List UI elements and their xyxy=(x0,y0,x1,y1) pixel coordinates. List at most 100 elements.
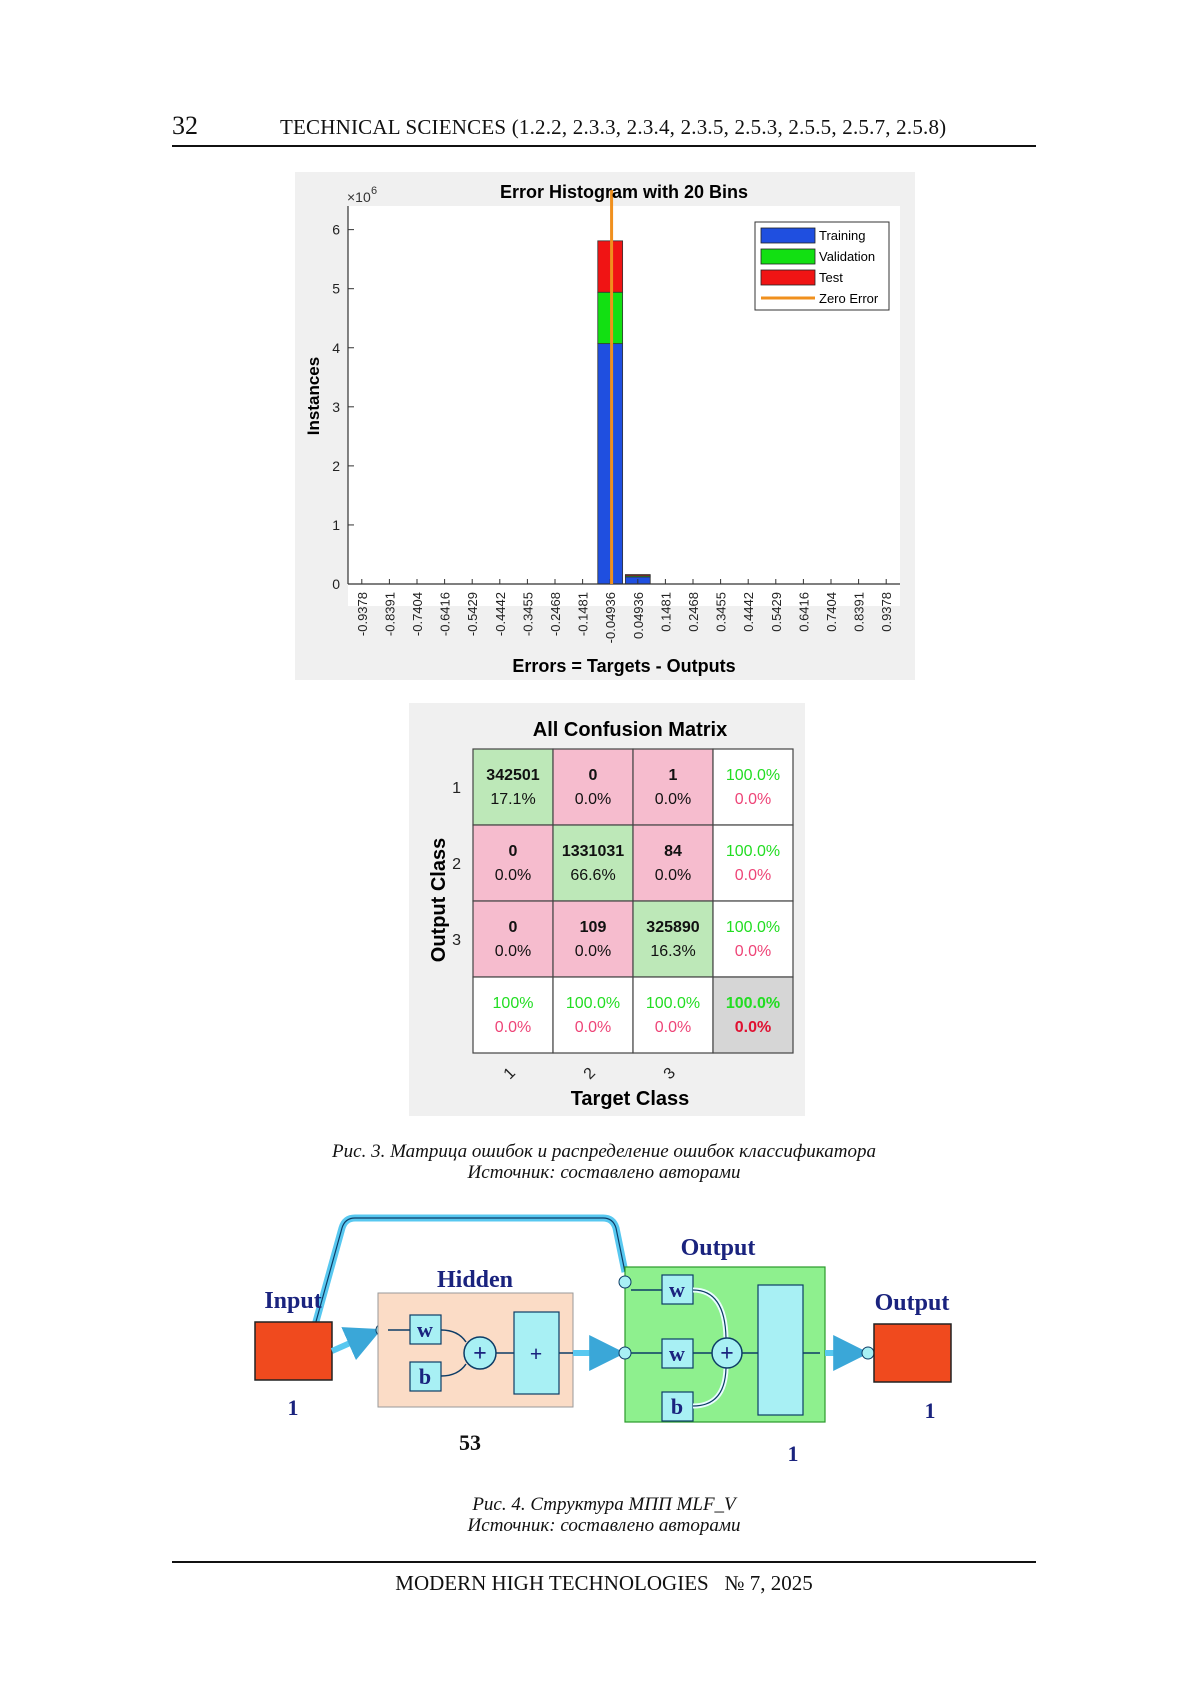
column-summary-cell-3-percent: 0.0% xyxy=(655,1019,691,1036)
histogram-legend: Training Validation Test Zero Error xyxy=(755,222,889,310)
column-summary-cell-2 xyxy=(553,977,633,1053)
y-exponent-base: ×10 xyxy=(347,189,371,205)
column-summary-cell-2-percent: 0.0% xyxy=(575,1019,611,1036)
confusion-cell-2-2-percent: 66.6% xyxy=(570,867,615,884)
confusion-matrix-chart: All Confusion Matrix 342501 17.1% 0 0.0% 1 0.… xyxy=(409,703,805,1116)
figure-4-caption-source: Источник: составлено авторами xyxy=(172,1515,1036,1536)
confusion-x-label: Target Class xyxy=(571,1088,690,1110)
footer-journal: MODERN HIGH TECHNOLOGIES № 7, 2025 xyxy=(395,1571,812,1595)
x-tick-label: -0.4442 xyxy=(493,592,508,636)
hidden-sum-symbol: + xyxy=(473,1341,487,1367)
hidden-bias-symbol: b xyxy=(419,1364,431,1389)
x-tick-label: 0.7404 xyxy=(824,592,839,632)
row-summary-cell-1 xyxy=(713,749,793,825)
histogram-y-label: Instances xyxy=(304,357,323,435)
output-layer-label: Output xyxy=(681,1235,756,1261)
output-layer-size: 1 xyxy=(788,1441,799,1466)
confusion-cell-3-3 xyxy=(633,901,713,977)
confusion-cell-1-1 xyxy=(473,749,553,825)
row-summary-cell-2-percent: 0.0% xyxy=(735,867,771,884)
confusion-y-tick: 2 xyxy=(452,856,461,873)
total-accuracy-cell-value: 100.0% xyxy=(726,995,780,1012)
confusion-cell-3-3-percent: 16.3% xyxy=(650,943,695,960)
figure-4-caption-title: Рис. 4. Структура МПП MLF_V xyxy=(172,1494,1036,1515)
y-exponent-power: 6 xyxy=(371,185,377,197)
error-histogram-figure: 0123456 -0.9378-0.8391-0.7404-0.6416-0.5… xyxy=(295,172,915,680)
final-output-label: Output xyxy=(875,1290,950,1316)
x-tick-label: -0.6416 xyxy=(438,592,453,636)
figure-3-caption-source: Источник: составлено авторами xyxy=(172,1162,1036,1183)
confusion-cell-2-3-value: 84 xyxy=(664,843,682,860)
confusion-cell-3-2-percent: 0.0% xyxy=(575,943,611,960)
final-output-block xyxy=(874,1324,951,1382)
column-summary-cell-2-value: 100.0% xyxy=(566,995,620,1012)
confusion-cell-3-2-value: 109 xyxy=(580,919,607,936)
y-tick-label: 6 xyxy=(332,222,340,238)
row-summary-cell-1-value: 100.0% xyxy=(726,767,780,784)
y-tick-label: 0 xyxy=(332,576,340,592)
confusion-cell-3-3-value: 325890 xyxy=(646,919,699,936)
x-tick-label: 0.1481 xyxy=(658,592,673,632)
y-tick-label: 1 xyxy=(332,517,340,533)
network-structure-figure: Input 1 Hidden w b + + 53 Output w xyxy=(230,1210,970,1480)
x-tick-label: -0.5429 xyxy=(465,592,480,636)
confusion-y-label: Output Class xyxy=(428,838,450,962)
input-to-hidden-arrow xyxy=(332,1332,375,1351)
row-summary-cell-3-percent: 0.0% xyxy=(735,943,771,960)
x-tick-label: -0.7404 xyxy=(410,592,425,636)
column-summary-cell-1-percent: 0.0% xyxy=(495,1019,531,1036)
column-summary-cell-3 xyxy=(633,977,713,1053)
input-block xyxy=(255,1322,332,1380)
hidden-activation-symbol: + xyxy=(530,1341,543,1366)
confusion-cell-2-2 xyxy=(553,825,633,901)
input-size: 1 xyxy=(288,1395,299,1420)
confusion-y-tick: 1 xyxy=(452,780,461,797)
histogram-x-label: Errors = Targets - Outputs xyxy=(512,656,735,676)
figure-3-caption: Рис. 3. Матрица ошибок и распределение о… xyxy=(172,1141,1036,1183)
error-histogram-chart: 0123456 -0.9378-0.8391-0.7404-0.6416-0.5… xyxy=(295,172,915,680)
row-summary-cell-1-percent: 0.0% xyxy=(735,791,771,808)
hidden-size: 53 xyxy=(459,1430,481,1455)
column-summary-cell-3-value: 100.0% xyxy=(646,995,700,1012)
confusion-cell-2-3-percent: 0.0% xyxy=(655,867,691,884)
y-tick-label: 5 xyxy=(332,281,340,297)
confusion-cell-1-1-percent: 17.1% xyxy=(490,791,535,808)
confusion-cell-3-1 xyxy=(473,901,553,977)
y-tick-label: 2 xyxy=(332,458,340,474)
legend-swatch-test xyxy=(761,270,815,285)
legend-label-test: Test xyxy=(819,270,843,285)
confusion-cell-2-1-percent: 0.0% xyxy=(495,867,531,884)
hidden-label: Hidden xyxy=(437,1267,513,1293)
confusion-y-tick: 3 xyxy=(452,932,461,949)
confusion-cell-1-3-percent: 0.0% xyxy=(655,791,691,808)
output-weight-symbol-2: w xyxy=(669,1341,685,1366)
confusion-cell-1-2-percent: 0.0% xyxy=(575,791,611,808)
x-tick-label: 0.6416 xyxy=(796,592,811,632)
output-weight-symbol-1: w xyxy=(669,1277,685,1302)
histogram-title: Error Histogram with 20 Bins xyxy=(500,182,748,202)
x-tick-label: 0.5429 xyxy=(769,592,784,632)
total-accuracy-cell xyxy=(713,977,793,1053)
column-summary-cell-1-value: 100% xyxy=(493,995,534,1012)
legend-swatch-training xyxy=(761,228,815,243)
x-tick-label: -0.8391 xyxy=(382,592,397,636)
confusion-title: All Confusion Matrix xyxy=(533,719,727,741)
hidden-weight-symbol: w xyxy=(417,1317,433,1342)
confusion-cell-1-1-value: 342501 xyxy=(486,767,539,784)
network-structure-diagram: Input 1 Hidden w b + + 53 Output w xyxy=(230,1210,970,1480)
row-summary-cell-2 xyxy=(713,825,793,901)
figure-4-caption: Рис. 4. Структура МПП MLF_V Источник: со… xyxy=(172,1494,1036,1536)
confusion-cell-2-3 xyxy=(633,825,713,901)
page-header: 32 TECHNICAL SCIENCES (1.2.2, 2.3.3, 2.3… xyxy=(172,105,1036,147)
x-tick-label: 0.8391 xyxy=(852,592,867,632)
confusion-cell-1-3-value: 1 xyxy=(669,767,678,784)
legend-label-validation: Validation xyxy=(819,249,875,264)
x-tick-label: 0.9378 xyxy=(879,592,894,632)
page-footer: MODERN HIGH TECHNOLOGIES № 7, 2025 xyxy=(172,1561,1036,1596)
confusion-cell-3-1-value: 0 xyxy=(509,919,518,936)
input-label: Input xyxy=(264,1288,321,1314)
page-number: 32 xyxy=(172,111,198,141)
confusion-cell-1-2-value: 0 xyxy=(589,767,598,784)
y-tick-label: 4 xyxy=(332,340,340,356)
confusion-cell-2-1-value: 0 xyxy=(509,843,518,860)
